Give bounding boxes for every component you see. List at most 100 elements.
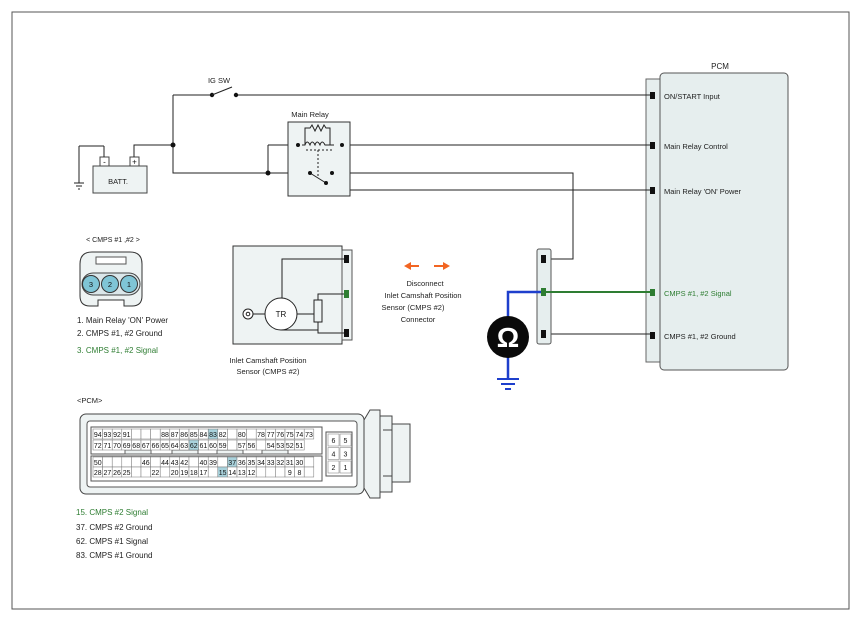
pcm-side-pin-cell <box>327 460 340 474</box>
pcm-pin-2: Main Relay Control <box>650 142 728 151</box>
main-relay-label: Main Relay <box>291 110 329 119</box>
pcm-side-pin-cell <box>339 447 352 460</box>
pcm-pin-5: CMPS #1, #2 Ground <box>650 332 736 341</box>
pcm-pin-cell <box>303 466 315 478</box>
battery-label: BATT. <box>108 177 128 186</box>
pcm-pin-cell <box>303 428 315 440</box>
pcm-side-pin-number: 3 <box>344 452 348 459</box>
pcm-pin-2-label: Main Relay Control <box>664 142 728 151</box>
pcm-pin-number: 13 <box>238 470 246 477</box>
main-relay: Main Relay <box>287 110 351 197</box>
pcm-pin-number: 32 <box>276 460 284 467</box>
pcm-pin-number: 42 <box>180 460 188 467</box>
pcm-pin-number: 80 <box>238 432 246 439</box>
pcm-pin-number: 44 <box>161 460 169 467</box>
pcm-pin-number: 52 <box>286 443 294 450</box>
pcm-connector-strip <box>645 78 661 363</box>
pcm-pin-number: 71 <box>104 443 112 450</box>
harness-pin-power <box>541 255 546 263</box>
pcm-pin-cell <box>303 456 315 468</box>
meter-lead-signal <box>506 290 541 318</box>
pcm-pin-cell <box>102 456 113 468</box>
pcm-pin-number: 28 <box>94 470 102 477</box>
pcm-pin-number: 86 <box>180 432 188 439</box>
sensor-pin-3-number: 3 <box>89 280 93 289</box>
pcm-pin-number: 43 <box>171 460 179 467</box>
pcm-pin-cell <box>294 439 305 451</box>
pcm-pin-cell <box>255 466 267 478</box>
pcm-pin-number: 94 <box>94 432 102 439</box>
pcm-side-pin-number: 1 <box>344 465 348 472</box>
sensor-pin-1-desc: 1. Main Relay 'ON' Power <box>77 316 169 325</box>
pcm-pin-number: 39 <box>209 460 217 467</box>
pcm-pin-number: 74 <box>296 432 304 439</box>
pcm-pin-cell <box>188 456 199 468</box>
pcm-pin-3-label: Main Relay 'ON' Power <box>664 187 742 196</box>
sensor-pin-3-desc: 3. CMPS #1, #2 Signal <box>77 346 158 355</box>
pcm-pin-3: Main Relay 'ON' Power <box>650 187 742 196</box>
pcm-pin-number: 78 <box>257 432 265 439</box>
pcm-pin-1: ON/START Input <box>650 92 721 101</box>
pcm-pin-cell <box>121 456 132 468</box>
pcm-pin-cell <box>131 456 142 468</box>
pcm-pin-number: 70 <box>113 443 121 450</box>
pcm-pin-cell <box>275 466 286 478</box>
pcm-pin-number: 61 <box>200 443 208 450</box>
pcm-pin-62-desc: 62. CMPS #1 Signal <box>76 537 149 546</box>
pcm-pin-number: 57 <box>238 443 246 450</box>
pcm-pin-number: 18 <box>190 470 198 477</box>
pcm-pin-number: 40 <box>200 460 208 467</box>
ignition-switch-label: IG SW <box>208 76 231 85</box>
pcm-pin-number: 85 <box>190 432 198 439</box>
pcm-pin-number: 17 <box>200 470 208 477</box>
pcm-pin-number: 75 <box>286 432 294 439</box>
pcm-pin-number: 72 <box>94 443 102 450</box>
pcm-pin-number: 26 <box>113 470 121 477</box>
ohmmeter: Ω <box>487 290 541 390</box>
pcm-pin-number: 63 <box>180 443 188 450</box>
cmps-sensor: TR Inlet Camshaft Position Sensor (CMPS … <box>229 245 353 376</box>
pcm-pin-number: 77 <box>267 432 275 439</box>
pcm-pin-cell <box>227 439 238 451</box>
harness-pin-ground <box>541 330 546 338</box>
pcm-pin-number: 25 <box>123 470 131 477</box>
pcm-pin-number: 50 <box>94 460 102 467</box>
pcm-pin-1-label: ON/START Input <box>664 92 721 101</box>
disconnect-note-line2: Inlet Camshaft Position <box>384 291 461 300</box>
pcm-pin-number: 51 <box>296 443 304 450</box>
pcm-pin-number: 8 <box>297 470 301 477</box>
pcm-pin-cell <box>131 466 142 478</box>
pcm-side-pin-cell <box>339 460 352 474</box>
ground-symbol-battery <box>74 145 105 190</box>
sensor-connector-face: 3 2 1 <box>79 251 143 307</box>
pcm-pin-number: 34 <box>257 460 265 467</box>
pcm-pin-cell <box>140 428 151 440</box>
sensor-pin-2-number: 2 <box>108 280 112 289</box>
harness-connector <box>536 248 552 345</box>
pcm-pin-number: 12 <box>248 470 256 477</box>
pcm-pin-number: 31 <box>286 460 294 467</box>
pcm-pin-5-label: CMPS #1, #2 Ground <box>664 332 736 341</box>
pcm-pin-cell <box>246 428 257 440</box>
sensor-name-line1: Inlet Camshaft Position <box>229 356 306 365</box>
pcm-pin-number: 14 <box>228 470 236 477</box>
pcm-pin-cell <box>217 456 228 468</box>
pcm-pin-number: 73 <box>305 432 313 439</box>
ground-symbol-meter <box>497 378 519 390</box>
sensor-pin-2-desc: 2. CMPS #1, #2 Ground <box>77 329 163 338</box>
battery: - + BATT. <box>92 156 148 194</box>
disconnect-note-line1: Disconnect <box>406 279 444 288</box>
pcm-pin-cell <box>111 456 123 468</box>
pcm-pin-83-desc: 83. CMPS #1 Ground <box>76 551 153 560</box>
pcm-pin-number: 54 <box>267 443 275 450</box>
sensor-name-line2: Sensor (CMPS #2) <box>237 367 300 376</box>
pcm-pin-cell <box>150 456 161 468</box>
ignition-switch: IG SW <box>208 76 233 96</box>
pcm-pin-cell <box>207 466 219 478</box>
pcm-pin-number: 64 <box>171 443 179 450</box>
pcm-title: PCM <box>711 62 729 71</box>
pcm-pin-number: 91 <box>123 432 131 439</box>
sensor-tr-label: TR <box>276 310 287 319</box>
